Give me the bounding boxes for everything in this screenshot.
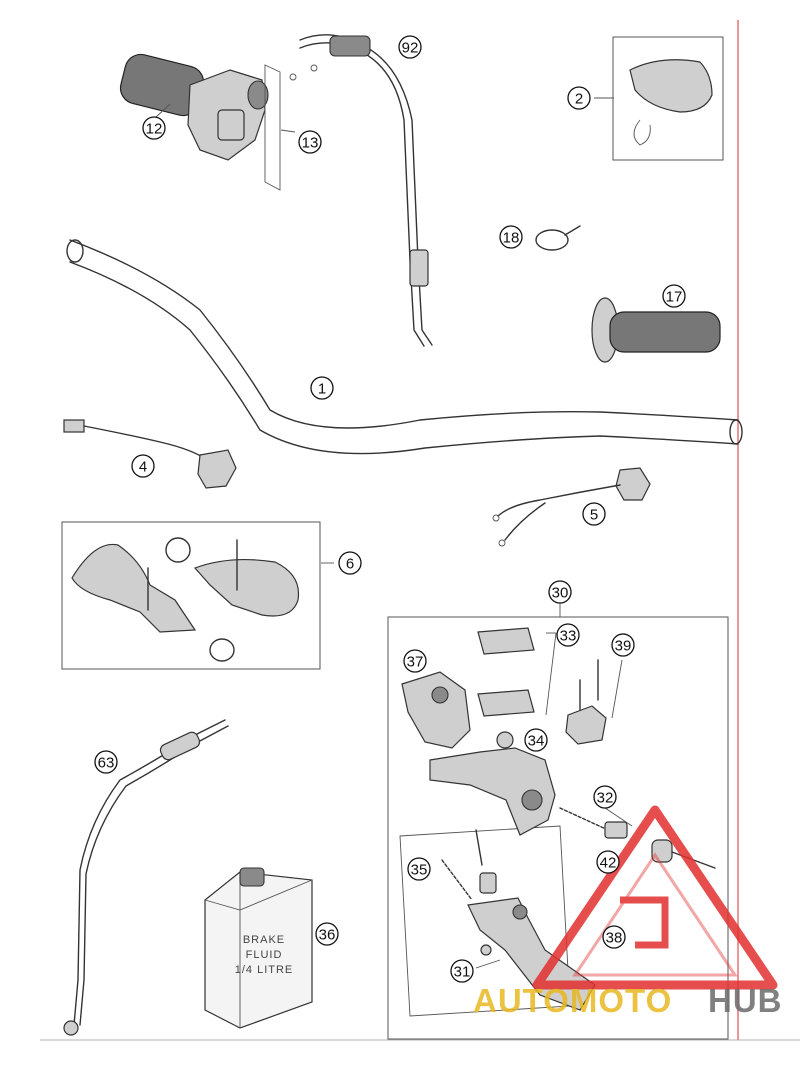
callout-circle [582, 502, 606, 526]
can-label-line3: 1/4 LITRE [235, 964, 294, 976]
callout-circle [593, 785, 617, 809]
callout-label: 38 [606, 930, 623, 947]
callout-label: 2 [575, 91, 583, 108]
cable-tie [535, 225, 581, 251]
callout-36: 36 [315, 922, 339, 946]
callout-circle [94, 750, 118, 774]
callout-circle [315, 922, 339, 946]
callout-label: 17 [666, 289, 683, 306]
callout-circle [142, 116, 166, 140]
callout-63: 63 [94, 750, 118, 774]
callout-18: 18 [499, 225, 523, 249]
callout-2: 2 [567, 86, 591, 110]
callout-label: 32 [597, 790, 614, 807]
throttle-cables [289, 34, 433, 347]
callout-circle [596, 850, 620, 874]
left-grip [591, 297, 721, 363]
hand-guard-cap-box [612, 36, 724, 161]
callout-34: 34 [524, 728, 548, 752]
callout-12: 12 [142, 116, 166, 140]
callout-label: 42 [600, 855, 617, 872]
callout-4: 4 [131, 454, 155, 478]
callout-5: 5 [582, 502, 606, 526]
callout-31: 31 [450, 959, 474, 983]
leader-lines [154, 97, 633, 969]
callout-42: 42 [596, 850, 620, 874]
callout-circle [548, 580, 572, 604]
callout-33: 33 [556, 623, 580, 647]
callout-circle [403, 649, 427, 673]
callout-circle [398, 35, 422, 59]
callout-label: 37 [407, 654, 424, 671]
callout-label: 33 [560, 628, 577, 645]
callout-circle [298, 130, 322, 154]
callout-circle [499, 225, 523, 249]
callout-circle [450, 959, 474, 983]
callout-label: 12 [146, 121, 163, 138]
callout-92: 92 [398, 35, 422, 59]
brake-fluid-can [204, 867, 313, 1029]
watermark-text-part1: AUTOMOTO [473, 982, 672, 1019]
callout-label: 35 [411, 862, 428, 879]
callout-6: 6 [338, 551, 362, 575]
callout-30: 30 [548, 580, 572, 604]
callout-label: 31 [454, 964, 471, 981]
callout-17: 17 [662, 284, 686, 308]
callout-label: 34 [528, 733, 545, 750]
callout-32: 32 [593, 785, 617, 809]
callout-label: 36 [319, 927, 336, 944]
handlebar [66, 239, 743, 455]
kill-switch-right [492, 467, 651, 547]
can-label-line1: BRAKE [243, 934, 285, 946]
callout-38: 38 [602, 925, 626, 949]
callout-label: 18 [503, 230, 520, 247]
callout-35: 35 [407, 857, 431, 881]
callout-circle [524, 728, 548, 752]
callout-circle [310, 376, 334, 400]
watermark-logo [532, 805, 778, 990]
callout-label: 39 [615, 638, 632, 655]
callout-circle [602, 925, 626, 949]
callout-13: 13 [298, 130, 322, 154]
brake-fluid-label: BRAKE FLUID 1/4 LITRE [235, 934, 294, 976]
callout-label: 30 [552, 585, 569, 602]
throttle-assembly [119, 53, 281, 191]
callout-circle [611, 633, 635, 657]
callout-label: 1 [318, 381, 326, 398]
callout-1: 1 [310, 376, 334, 400]
callout-label: 6 [346, 556, 354, 573]
callout-circle [567, 86, 591, 110]
hand-guards-kit-box [61, 521, 321, 670]
callout-37: 37 [403, 649, 427, 673]
callout-label: 63 [98, 755, 115, 772]
can-label-line2: FLUID [246, 949, 283, 961]
callout-circle [131, 454, 155, 478]
callout-label: 13 [302, 135, 319, 152]
callout-label: 92 [402, 40, 419, 57]
brake-line [63, 719, 229, 1036]
callout-circle [407, 857, 431, 881]
callout-label: 5 [590, 507, 598, 524]
callout-label: 4 [139, 459, 147, 476]
watermark-text-part2: HUB [708, 982, 783, 1019]
callout-circle [556, 623, 580, 647]
callout-circle [338, 551, 362, 575]
kill-switch-left [63, 419, 237, 489]
callout-circle [662, 284, 686, 308]
callout-39: 39 [611, 633, 635, 657]
